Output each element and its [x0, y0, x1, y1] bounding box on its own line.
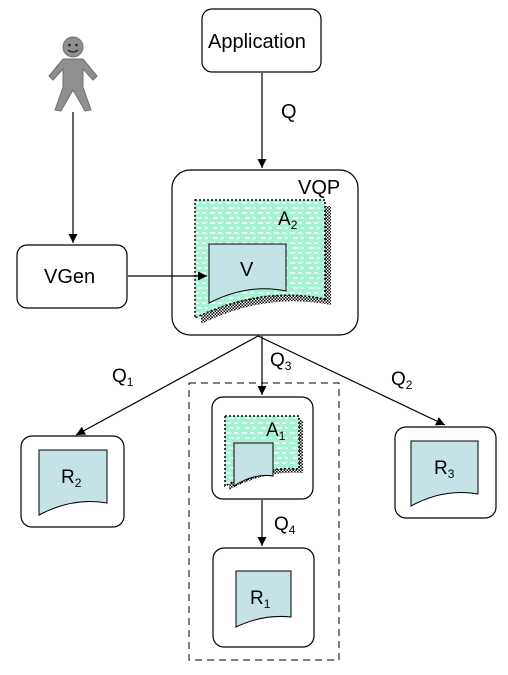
vqp-label: VQP [298, 177, 341, 199]
result-r2-label: R2 [61, 467, 82, 490]
edge-q4-label: Q4 [274, 514, 296, 537]
annotation-a1-label: A1 [266, 420, 286, 443]
view-document [208, 243, 287, 304]
edge-q2-label: Q2 [391, 369, 413, 392]
result-r1-document [235, 570, 292, 628]
result-r3-label: R3 [434, 458, 455, 481]
edge-q-label: Q [281, 101, 297, 123]
application-box [201, 8, 322, 73]
result-r1-label: R1 [250, 588, 271, 611]
annotation-a2-label: A2 [278, 209, 298, 232]
result-r3-document [410, 440, 479, 507]
person-icon [48, 36, 98, 112]
vgen-box [16, 244, 128, 309]
result-r2-document [38, 449, 108, 516]
view-label: V [240, 259, 254, 281]
arrow-q2 [257, 335, 446, 426]
dashed-group [188, 382, 340, 661]
arrow-q1 [75, 335, 259, 436]
edge-q3-label: Q3 [270, 350, 292, 373]
a1-document [233, 442, 274, 487]
edge-q1-label: Q1 [112, 366, 134, 389]
vgen-label: VGen [44, 266, 96, 288]
application-label: Application [208, 31, 306, 53]
